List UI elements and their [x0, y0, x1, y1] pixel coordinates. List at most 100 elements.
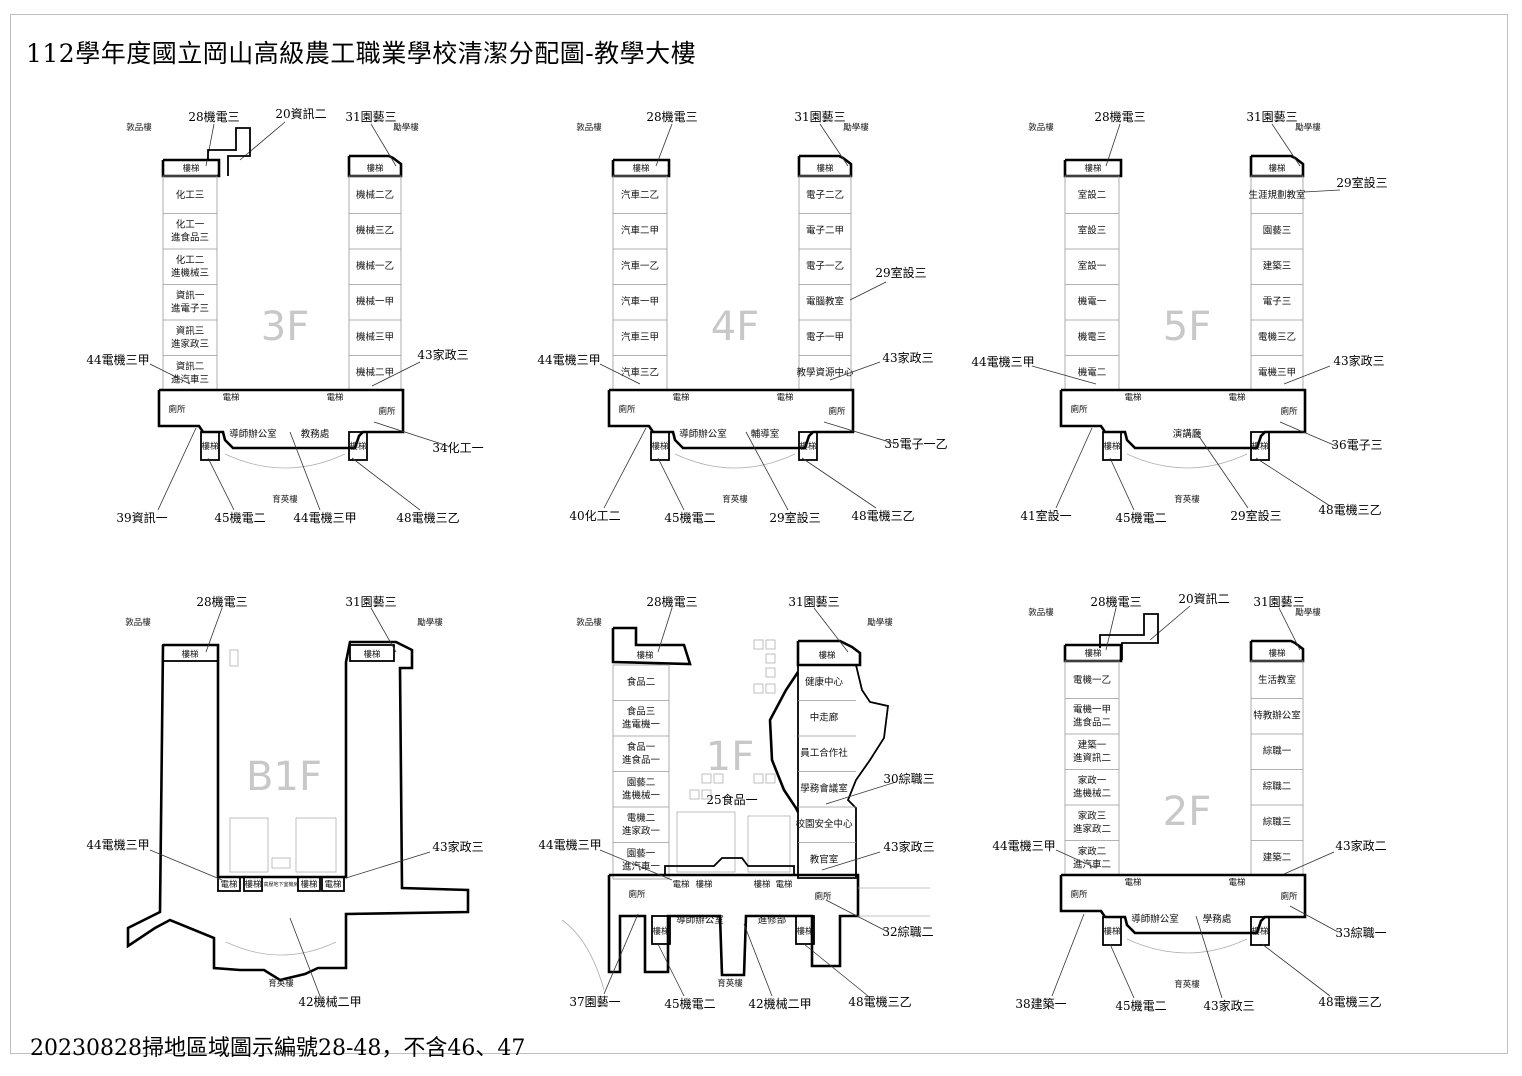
leader-line: [373, 421, 449, 447]
b1-stair-left: [243, 876, 263, 892]
right-room-label: 中走廊: [810, 712, 839, 724]
f3-stair-extension: [207, 127, 251, 176]
cleaning-area-label: 29室設三: [1230, 508, 1281, 523]
cleaning-area-label: 48電機三乙: [1318, 994, 1381, 1009]
right-building-label: 勵學樓: [393, 122, 419, 133]
cleaning-area-label: 31園藝三: [1253, 595, 1304, 609]
right-building-label: 勵學樓: [1295, 122, 1321, 133]
right-building-label: 勵學樓: [417, 617, 443, 628]
left-room-label-2: 進食品二: [1073, 717, 1111, 729]
corridor-outline: [607, 388, 855, 450]
center-room-label: 輔導室: [751, 428, 780, 440]
left-stairs-label: 樓梯: [636, 650, 654, 661]
corridor-outline: [1059, 873, 1307, 935]
left-room-label-2: 進機械二: [1073, 788, 1111, 800]
cleaning-area-label: 45機電二: [664, 510, 715, 525]
right-stairs-lower-label: 樓梯: [300, 879, 318, 890]
floor-number: B1F: [246, 754, 322, 800]
cleaning-area-label: 48電機三乙: [848, 994, 911, 1009]
south-building-label: 育英樓: [722, 494, 748, 505]
south-building-label: 育英樓: [272, 494, 298, 505]
right-wing-outline: [797, 664, 889, 879]
courtyard-tile: [765, 639, 776, 650]
right-restroom-label: 廁所: [828, 406, 846, 417]
leader-line: [657, 943, 685, 997]
left-room-label: 家政一: [1078, 775, 1107, 787]
cleaning-area-label: 40化工二: [569, 509, 620, 523]
cleaning-area-label: 44電機三甲: [992, 838, 1055, 853]
courtyard-tile: [701, 773, 712, 784]
left-room-label: 園藝一: [627, 848, 656, 860]
right-room-label: 建築二: [1263, 852, 1292, 864]
left-stairs-label: 樓梯: [1084, 648, 1102, 659]
right-room-label: 機械一乙: [356, 260, 394, 272]
cleaning-area-label: 20資訊二: [1178, 591, 1229, 606]
cleaning-area-label: 20資訊二: [275, 106, 326, 121]
left-room-label: 家政二: [1078, 846, 1107, 858]
left-lower-stair: [200, 431, 220, 461]
leader-line: [351, 457, 421, 511]
center-room-label: 導師辦公室: [1131, 913, 1179, 925]
left-room-label: 電機一乙: [1073, 674, 1111, 686]
cleaning-area-label: 41室設一: [1020, 508, 1071, 523]
cleaning-area-label: 43家政三: [1333, 353, 1384, 368]
left-room-label: 汽車三甲: [621, 331, 659, 343]
right-lower-stair: [1250, 916, 1270, 946]
left-room-label: 汽車一甲: [621, 296, 659, 308]
left-elevator-label: 電梯: [1124, 877, 1142, 888]
left-wing-outline: [162, 175, 218, 391]
cleaning-area-label: 28機電三: [646, 594, 697, 609]
left-restroom-label: 廁所: [618, 404, 636, 415]
leader-line: [743, 923, 773, 997]
leader-line: [289, 431, 321, 511]
left-wing-outline: [612, 664, 670, 880]
center-room-label: 教務處: [301, 428, 330, 440]
page-frame: [10, 14, 1508, 1054]
left-building-label: 敦品樓: [1028, 122, 1054, 133]
courtyard-tile: [701, 789, 712, 800]
floor-f4: 敦品樓勵學樓樓梯汽車二乙汽車二甲汽車一乙汽車一甲汽車三甲汽車三乙樓梯電子二乙電子…: [537, 109, 947, 525]
left-building-label: 敦品樓: [125, 617, 151, 628]
left-elevator-label: 電梯: [222, 392, 240, 403]
right-room-label: 教學資源中心: [796, 367, 854, 379]
left-wing-outline: [612, 175, 668, 391]
right-lower-stairs-label: 樓梯: [349, 441, 367, 452]
right-restroom-label: 廁所: [378, 406, 396, 417]
left-lower-stair: [1102, 916, 1122, 946]
courtyard-tile: [765, 773, 776, 784]
corridor-outline: [157, 388, 405, 450]
south-building-arc: [225, 941, 337, 956]
right-wing-outline: [1250, 175, 1304, 391]
cleaning-area-label: 43家政三: [432, 839, 483, 854]
left-room-label-2: 進電機一: [622, 719, 661, 731]
leader-line: [1255, 457, 1331, 507]
right-room-label: 機械二甲: [356, 367, 394, 379]
leader-line: [657, 457, 685, 511]
left-building-label: 敦品樓: [576, 617, 602, 628]
right-room-label: 電子三: [1263, 297, 1292, 308]
cleaning-area-label: 28機電三: [196, 594, 247, 609]
leader-line: [825, 781, 897, 805]
center-room-label: 演講廳: [1173, 428, 1202, 440]
south-building-arc: [1126, 453, 1248, 469]
leader-line: [370, 607, 397, 653]
cleaning-area-label: 28機電三: [188, 109, 239, 124]
cleaning-area-label: 31園藝三: [345, 110, 396, 124]
cleaning-area-label: 44電機三甲: [538, 837, 601, 852]
left-room-label: 化工一: [176, 219, 205, 231]
cleaning-area-label: 30綜職三: [883, 772, 934, 786]
right-room-label: 電腦教室: [806, 296, 844, 308]
leader-line: [1105, 123, 1121, 167]
cleaning-area-label: 44電機三甲: [86, 352, 149, 367]
leader-line: [599, 363, 641, 385]
cleaning-area-label: 48電機三乙: [396, 510, 459, 525]
cleaning-area-label: 44電機三甲: [537, 352, 600, 367]
leader-line: [1261, 943, 1331, 997]
south-building-label: 育英樓: [268, 978, 294, 989]
right-room-label: 校園安全中心: [795, 818, 853, 830]
b1-stair-right: [297, 876, 321, 892]
cleaning-area-label: 44電機三甲: [293, 510, 356, 525]
left-wing-outline: [1064, 660, 1120, 876]
cleaning-area-label: 43家政三: [882, 350, 933, 365]
right-stairs-label: 樓梯: [363, 649, 381, 660]
